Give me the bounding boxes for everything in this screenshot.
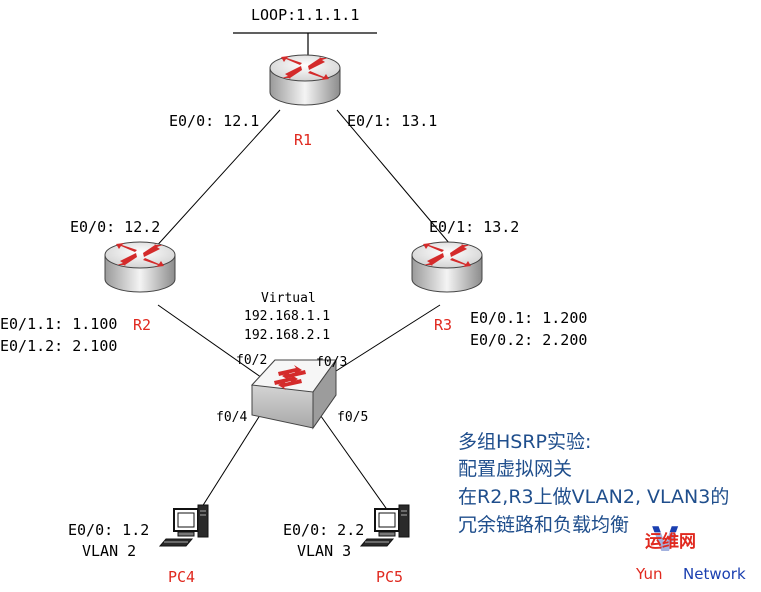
- pc5-label: PC5: [376, 568, 404, 586]
- pc4-iface-label: E0/0: 1.2: [68, 521, 150, 539]
- r3-e01-label: E0/1: 13.2: [429, 218, 520, 236]
- note-line-3: 冗余链路和负载均衡: [458, 514, 630, 536]
- port-f03-label: f0/3: [316, 355, 348, 370]
- virtual-ip-1: 192.168.1.1: [244, 309, 331, 324]
- note-line-1: 配置虚拟网关: [458, 458, 573, 480]
- r1-e00-label: E0/0: 12.1: [169, 112, 260, 130]
- pc4-icon[interactable]: [159, 504, 209, 547]
- router-r1-label: R1: [294, 131, 313, 149]
- virtual-label: Virtual: [261, 291, 316, 306]
- note-line-2: 在R2,R3上做VLAN2, VLAN3的: [458, 486, 730, 508]
- link-r2-switch: [157, 304, 266, 381]
- port-f04-label: f0/4: [216, 410, 248, 425]
- r3-e001-label: E0/0.1: 1.200: [470, 309, 588, 327]
- link-switch-pc4: [194, 411, 263, 519]
- port-f05-label: f0/5: [337, 410, 369, 425]
- port-f02-label: f0/2: [236, 353, 268, 368]
- router-r2-label: R2: [133, 316, 152, 334]
- link-r3-switch: [324, 304, 441, 379]
- watermark-top: 运维网: [643, 532, 698, 552]
- link-r1-r2: [152, 109, 281, 251]
- link-switch-pc5: [317, 411, 394, 519]
- watermark-yun: Yun: [636, 565, 663, 583]
- r2-e012-label: E0/1.2: 2.100: [0, 337, 118, 355]
- virtual-ip-2: 192.168.2.1: [244, 328, 331, 343]
- router-r3-label: R3: [434, 316, 453, 334]
- r3-e002-label: E0/0.2: 2.200: [470, 331, 588, 349]
- watermark-network: Network: [683, 565, 746, 583]
- pc5-iface-label: E0/0: 2.2: [283, 521, 365, 539]
- pc5-icon[interactable]: [360, 504, 410, 547]
- link-r1-r3: [336, 109, 456, 251]
- switch-icon[interactable]: [250, 358, 337, 430]
- router-r1-icon[interactable]: [269, 54, 341, 106]
- r2-e00-label: E0/0: 12.2: [70, 218, 161, 236]
- r1-e01-label: E0/1: 13.1: [347, 112, 438, 130]
- router-r2-icon[interactable]: [104, 241, 176, 293]
- loopback-label: LOOP:1.1.1.1: [251, 6, 360, 24]
- router-r3-icon[interactable]: [411, 241, 483, 293]
- pc4-label: PC4: [168, 568, 196, 586]
- note-title: 多组HSRP实验:: [458, 431, 592, 453]
- r2-e011-label: E0/1.1: 1.100: [0, 315, 118, 333]
- pc4-vlan-label: VLAN 2: [82, 542, 137, 560]
- pc5-vlan-label: VLAN 3: [297, 542, 352, 560]
